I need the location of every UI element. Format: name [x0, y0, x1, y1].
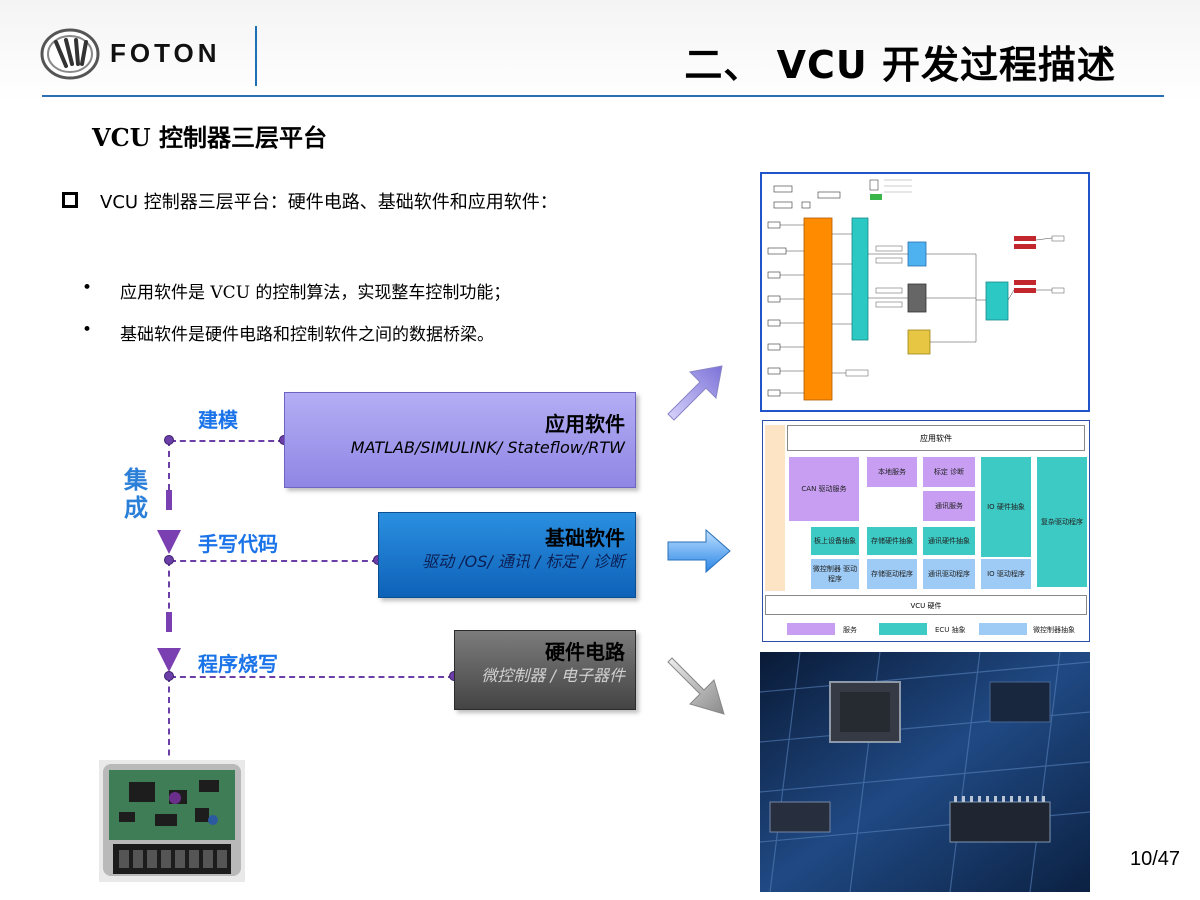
- header-divider: [255, 26, 257, 86]
- legend-swatch: [879, 623, 927, 635]
- arrow-up-right-icon: [667, 365, 723, 421]
- software-architecture-diagram: 应用软件 CAN 驱动服务 本地服务 标定 诊断 通讯服务 IO 硬件抽象 复杂…: [762, 420, 1090, 642]
- layer-title: 硬件电路: [545, 640, 625, 664]
- pcb-image: [760, 652, 1090, 892]
- flow-line: [168, 440, 170, 490]
- legend-swatch: [787, 623, 835, 635]
- arch-block: 本地服务: [867, 457, 917, 487]
- flow-arrow-shaft: [166, 612, 172, 632]
- connector-line: [170, 560, 378, 562]
- arch-block: 存储驱动程序: [867, 559, 917, 589]
- arch-rte-strip: [765, 425, 785, 591]
- slide-title: 二、 VCU 开发过程描述: [684, 43, 1116, 87]
- app-software-box: 应用软件 MATLAB/SIMULINK/ Stateflow/RTW: [284, 392, 636, 488]
- dot-bullet-icon: •: [82, 320, 93, 340]
- arch-block: 通讯驱动程序: [923, 559, 975, 589]
- arrow-down-icon: [157, 648, 181, 672]
- list-item-text: 基础软件是硬件电路和控制软件之间的数据桥梁。: [120, 325, 494, 345]
- flow-arrow-shaft: [166, 490, 172, 510]
- arch-block: 存储硬件抽象: [867, 527, 917, 555]
- connector-line: [170, 440, 284, 442]
- node-dot: [164, 555, 174, 565]
- arch-block: CAN 驱动服务: [789, 457, 859, 521]
- ecu-controller-photo: [99, 760, 245, 882]
- arrow-down-icon: [157, 530, 181, 554]
- circuit-board-photo: [760, 652, 1090, 892]
- arrow-down-right-icon: [667, 657, 725, 715]
- header-background: [0, 0, 1200, 102]
- layer-title: 应用软件: [545, 412, 625, 436]
- step-label-coding: 手写代码: [198, 532, 278, 556]
- section-heading: VCU 控制器三层平台: [92, 123, 328, 152]
- connector-line: [170, 676, 454, 678]
- simulink-model-image: [760, 172, 1090, 412]
- arch-block: 标定 诊断: [923, 457, 975, 487]
- arch-app-layer: 应用软件: [787, 425, 1085, 451]
- header-rule: [42, 95, 1164, 97]
- foton-logo-icon: [40, 28, 100, 80]
- arrow-right-icon: [667, 528, 731, 574]
- arch-vcu-layer: VCU 硬件: [765, 595, 1087, 615]
- hardware-box: 硬件电路 微控制器 / 电子器件: [454, 630, 636, 710]
- layer-title: 基础软件: [545, 526, 625, 550]
- step-label-flashing: 程序烧写: [198, 652, 278, 676]
- flow-line: [168, 560, 170, 630]
- arch-block: 复杂驱动程序: [1037, 457, 1087, 587]
- model-diagram: [767, 179, 1065, 401]
- legend-label: ECU 抽象: [935, 626, 966, 634]
- arch-block: 通讯硬件抽象: [923, 527, 975, 555]
- base-software-box: 基础软件 驱动 /OS/ 通讯 / 标定 / 诊断: [378, 512, 636, 598]
- arch-block: 板上设备抽象: [811, 527, 859, 555]
- page-number: 10/47: [1130, 848, 1181, 870]
- ecu-image: [103, 764, 241, 876]
- arch-block: 微控制器 驱动程序: [811, 559, 859, 589]
- dot-bullet-icon: •: [82, 278, 93, 298]
- main-bullet: VCU 控制器三层平台：硬件电路、基础软件和应用软件：: [62, 184, 682, 222]
- arch-block: IO 驱动程序: [981, 559, 1031, 589]
- logo-wordmark: FOTON: [110, 38, 221, 68]
- layer-subtitle: MATLAB/SIMULINK/ Stateflow/RTW: [350, 438, 625, 457]
- node-dot: [164, 671, 174, 681]
- step-label-modeling: 建模: [198, 408, 238, 432]
- square-bullet-icon: [62, 192, 78, 208]
- legend-label: 微控制器抽象: [1033, 626, 1075, 634]
- main-bullet-text: VCU 控制器三层平台：硬件电路、基础软件和应用软件：: [100, 192, 558, 213]
- integrate-label: 集成: [124, 466, 148, 522]
- list-item-text: 应用软件是 VCU 的控制算法，实现整车控制功能；: [120, 283, 511, 303]
- legend-label: 服务: [843, 626, 857, 634]
- legend-swatch: [979, 623, 1027, 635]
- header: FOTON 二、 VCU 开发过程描述: [0, 0, 1200, 102]
- arch-block: 通讯服务: [923, 491, 975, 521]
- layer-subtitle: 微控制器 / 电子器件: [481, 666, 625, 685]
- flow-line: [168, 676, 170, 766]
- arch-block: IO 硬件抽象: [981, 457, 1031, 557]
- layer-subtitle: 驱动 /OS/ 通讯 / 标定 / 诊断: [422, 552, 625, 571]
- node-dot: [164, 435, 174, 445]
